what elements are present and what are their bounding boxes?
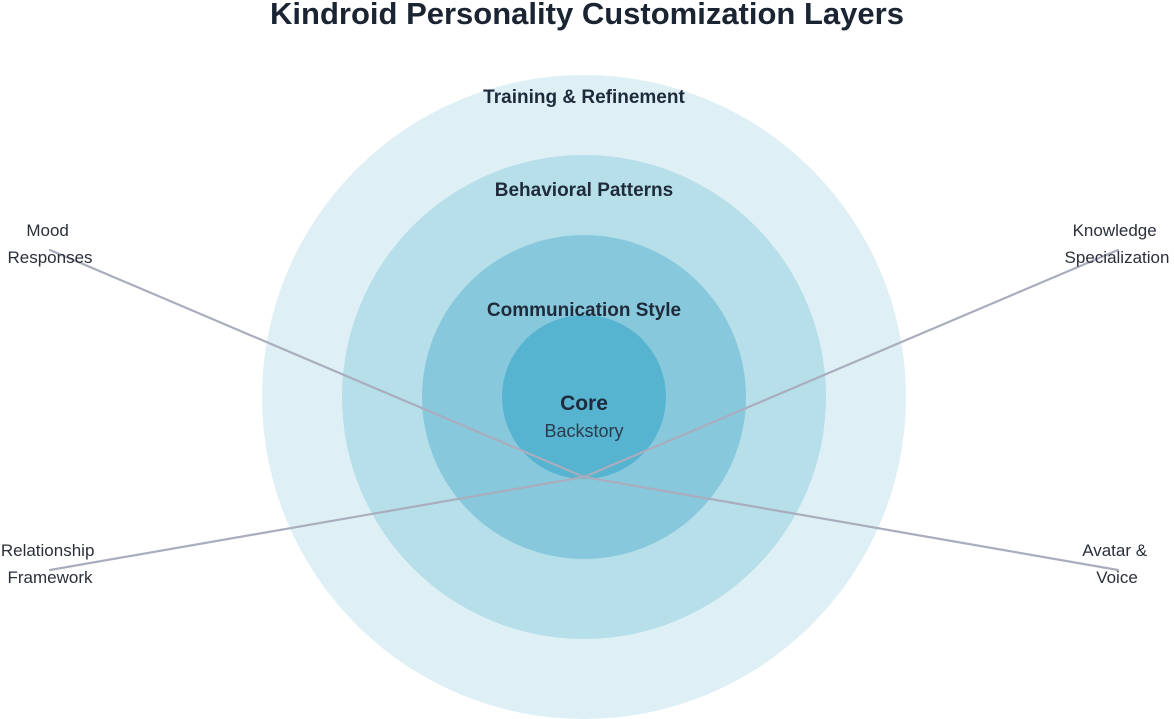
factor-relationship-line-2: Framework (7, 568, 93, 587)
diagram-title: Kindroid Personality Customization Layer… (270, 0, 904, 31)
connector-knowledge (582, 248, 1120, 479)
factor-avatar-line-2: Voice (1096, 568, 1138, 587)
layer-label-communication: Communication Style (487, 300, 681, 321)
factor-label-avatar: Avatar & Voice (1082, 541, 1152, 587)
factor-mood-line-2: Responses (7, 248, 92, 267)
factor-mood-line-1: Mood (26, 221, 69, 240)
connector-relationship (48, 475, 586, 572)
connector-avatar (582, 475, 1120, 572)
connector-mood (48, 248, 586, 479)
layer-label-training: Training & Refinement (483, 87, 685, 108)
factor-label-relationship: Relationship Framework (1, 541, 99, 587)
factor-knowledge-line-1: Knowledge (1073, 221, 1157, 240)
layer-ring-core (502, 315, 666, 479)
factor-label-mood: Mood Responses (7, 221, 92, 267)
factor-label-knowledge: Knowledge Specialization (1065, 221, 1170, 267)
factor-knowledge-line-2: Specialization (1065, 248, 1170, 267)
factor-relationship-line-1: Relationship (1, 541, 95, 560)
core-sublabel: Backstory (544, 421, 623, 441)
core-label: Core (560, 392, 608, 415)
layer-label-behavioral: Behavioral Patterns (495, 180, 673, 201)
factor-avatar-line-1: Avatar & (1082, 541, 1148, 560)
